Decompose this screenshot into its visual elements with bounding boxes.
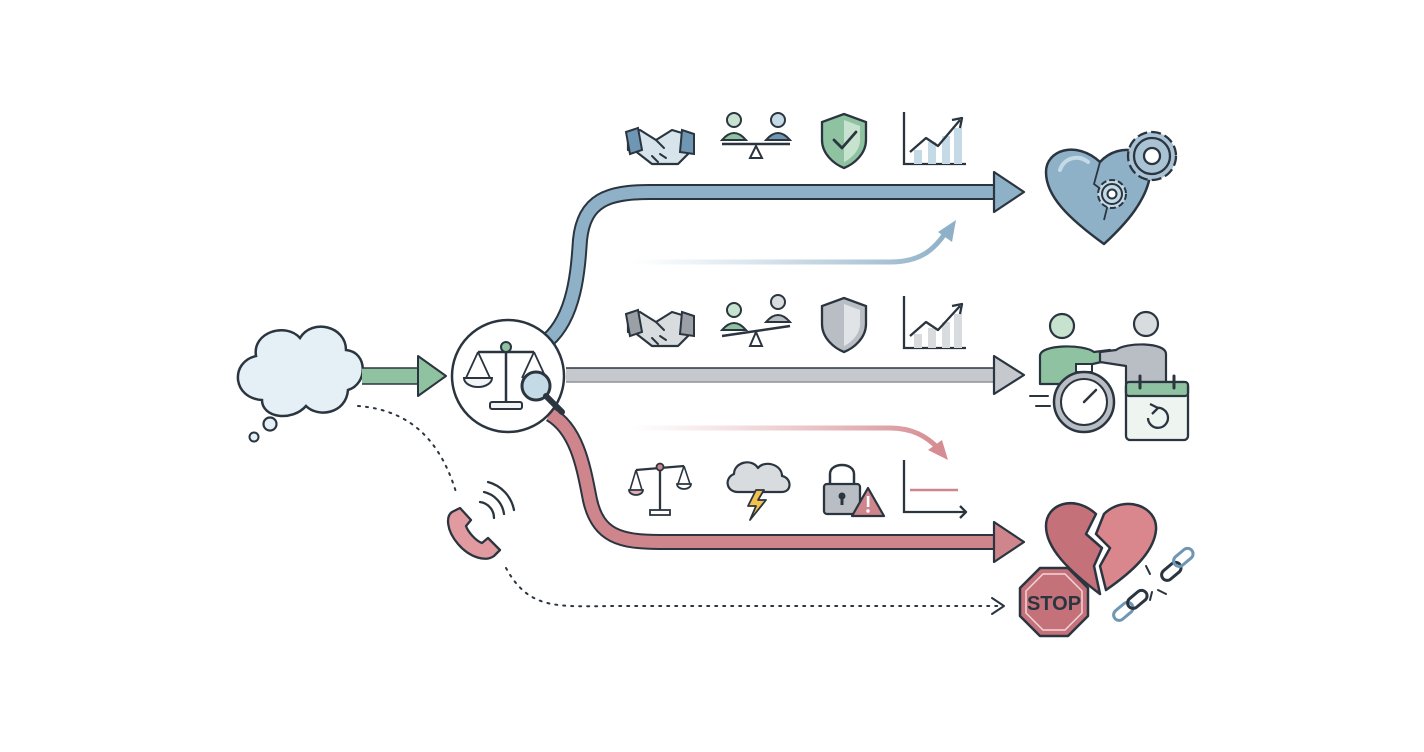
tilted-seesaw-people-icon <box>719 294 793 347</box>
stop-sign-icon: STOP <box>1018 566 1090 638</box>
growth-chart-icon <box>902 112 966 166</box>
handshake-icon <box>624 308 695 348</box>
unbalanced-scale-icon <box>628 462 692 516</box>
shield-icon <box>820 296 868 354</box>
positive-path-arrow <box>542 170 1026 346</box>
stop-sign-label: STOP <box>1027 593 1081 615</box>
phone-call-icon <box>446 480 516 560</box>
negative-path-arrow <box>545 407 1026 564</box>
balance-scale-magnifier-icon <box>450 318 566 434</box>
handshake-icon <box>624 126 695 166</box>
dotted-escalation-path <box>357 405 1001 608</box>
flat-chart-icon <box>902 460 968 519</box>
heart-gears-icon <box>1044 130 1178 246</box>
small-gear-icon <box>1097 179 1127 209</box>
thought-cloud-icon <box>236 325 364 443</box>
dotted-path-arrowhead <box>991 597 1005 615</box>
storm-cloud-icon <box>726 461 791 521</box>
cloud-to-decision-arrow <box>362 355 447 397</box>
balanced-seesaw-people-icon <box>719 112 793 159</box>
broken-heart-stop-chain-icon: STOP <box>1018 501 1195 638</box>
stopwatch-icon <box>1029 363 1116 434</box>
large-gear-icon <box>1126 130 1178 182</box>
positive-trend-arrow <box>629 220 956 265</box>
shield-check-icon <box>820 112 868 170</box>
broken-chain-icon <box>1112 546 1195 622</box>
calendar-refresh-icon <box>1124 374 1190 442</box>
neutral-path-arrow <box>566 354 1026 396</box>
growth-chart-icon <box>902 296 966 350</box>
padlock-warning-icon <box>822 463 886 518</box>
negative-trend-arrow <box>627 425 948 460</box>
people-handshake-timer-calendar-icon <box>1029 310 1190 442</box>
